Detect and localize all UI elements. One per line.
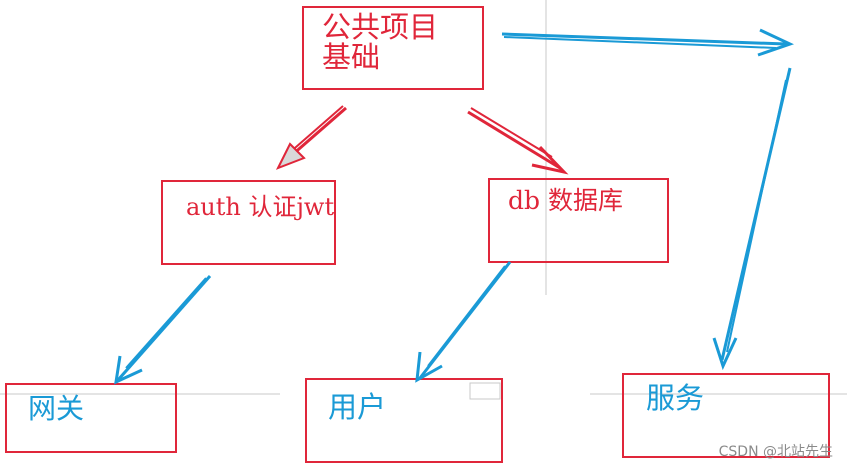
node-service-label: 服务 [646,381,705,415]
node-db-box[interactable] [488,178,669,263]
node-common-box[interactable] [302,6,484,90]
edge-common-to-service-top-line [501,32,787,46]
node-common-label: 公共项目 基础 [322,10,439,75]
edge-db-to-user-line [418,261,512,379]
edge-auth-to-gateway [114,275,212,385]
watermark: CSDN @北站先生 [718,444,833,460]
edge-common-to-db [467,107,569,175]
edge-common-to-service [501,28,794,371]
node-user-box[interactable] [305,378,503,463]
edge-common-to-auth-head [275,142,306,170]
edge-auth-to-gateway-head [114,355,143,385]
node-gateway-box[interactable] [5,383,177,453]
edge-auth-to-gateway-line [116,275,212,381]
edge-common-to-db-line-2 [470,107,553,158]
edge-common-to-service-top-head [757,28,794,57]
node-user-label: 用户 [328,390,387,424]
edge-common-to-service-top-line-2 [503,36,777,49]
text-cursor-handle [469,382,501,400]
edge-common-to-auth [275,105,347,170]
node-service-box[interactable] [622,373,830,458]
edge-db-to-user-head [415,351,443,383]
edge-common-to-service-down-head [712,337,738,371]
node-auth-box[interactable] [161,180,336,265]
edge-common-to-auth-line-2 [287,105,344,155]
edge-common-to-service-down-line-2 [726,79,787,353]
edge-common-to-db-line [467,110,561,170]
node-gateway-label: 网关 [28,392,85,425]
node-db-label: db 数据库 [508,186,623,215]
edge-db-to-user-line-2 [427,265,506,367]
edge-auth-to-gateway-line-2 [125,277,207,369]
edge-common-to-db-head [531,145,569,175]
edge-db-to-user [415,261,512,383]
node-auth-label: auth 认证jwt [186,193,335,221]
